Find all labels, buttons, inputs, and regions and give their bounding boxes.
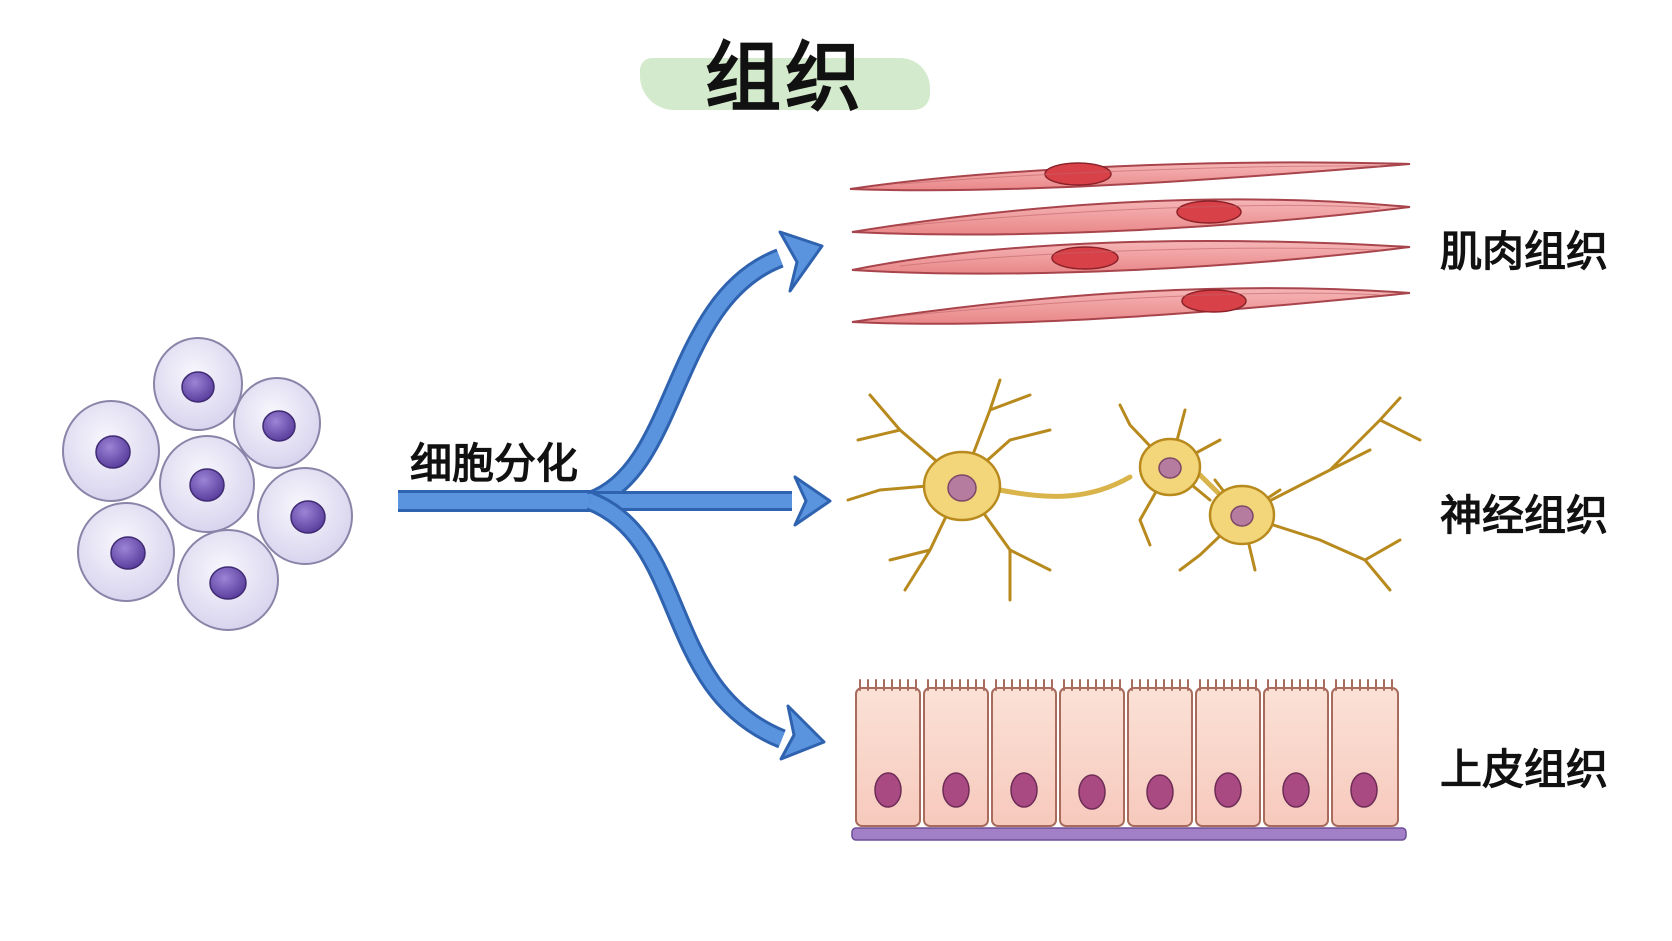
tissue-label-epithelial: 上皮组织 bbox=[1440, 745, 1609, 794]
stem-cell bbox=[233, 377, 321, 469]
muscle-striations bbox=[899, 165, 1381, 317]
neuron-axon bbox=[997, 474, 1133, 499]
tissue-label-nerve: 神经组织 bbox=[1440, 491, 1609, 540]
differentiation-arrows bbox=[398, 248, 792, 749]
muscle-fiber bbox=[851, 239, 1411, 275]
stem-cell bbox=[62, 400, 160, 502]
process-label: 细胞分化 bbox=[410, 439, 579, 488]
stem-cell-cluster bbox=[62, 337, 353, 631]
page-title: 组织 bbox=[705, 33, 865, 122]
stem-cell bbox=[257, 467, 353, 565]
epithelial-cell bbox=[991, 687, 1057, 827]
tissue-label-muscle: 肌肉组织 bbox=[1440, 227, 1609, 276]
epithelial-cell bbox=[923, 687, 989, 827]
arrowheads bbox=[778, 230, 832, 761]
stem-cell bbox=[159, 435, 255, 533]
stem-cell bbox=[77, 502, 175, 602]
epithelial-cell bbox=[855, 687, 921, 827]
epithelial-cell bbox=[1195, 687, 1261, 827]
epithelial-tissue-illustration bbox=[851, 679, 1407, 841]
stem-cell bbox=[177, 529, 279, 631]
title-highlight bbox=[640, 58, 930, 110]
arrowhead-muscle bbox=[778, 230, 824, 293]
muscle-fiber bbox=[851, 198, 1411, 236]
epithelial-cell bbox=[1059, 687, 1125, 827]
basement-membrane bbox=[851, 827, 1407, 841]
microvilli bbox=[859, 679, 1393, 691]
epithelial-cell bbox=[1127, 687, 1193, 827]
muscle-fiber bbox=[849, 161, 1411, 192]
neuron-nuclei bbox=[947, 457, 1254, 527]
nerve-tissue-illustration bbox=[846, 378, 1422, 602]
epithelial-cell bbox=[1331, 687, 1399, 827]
epithelial-cell bbox=[1263, 687, 1329, 827]
muscle-tissue-illustration bbox=[849, 161, 1411, 325]
title-block: 组织 bbox=[640, 30, 930, 122]
arrowhead-nerve bbox=[793, 475, 832, 527]
arrowhead-epithelial bbox=[779, 704, 826, 761]
epithelial-cells bbox=[855, 687, 1399, 827]
stem-cell bbox=[153, 337, 243, 431]
